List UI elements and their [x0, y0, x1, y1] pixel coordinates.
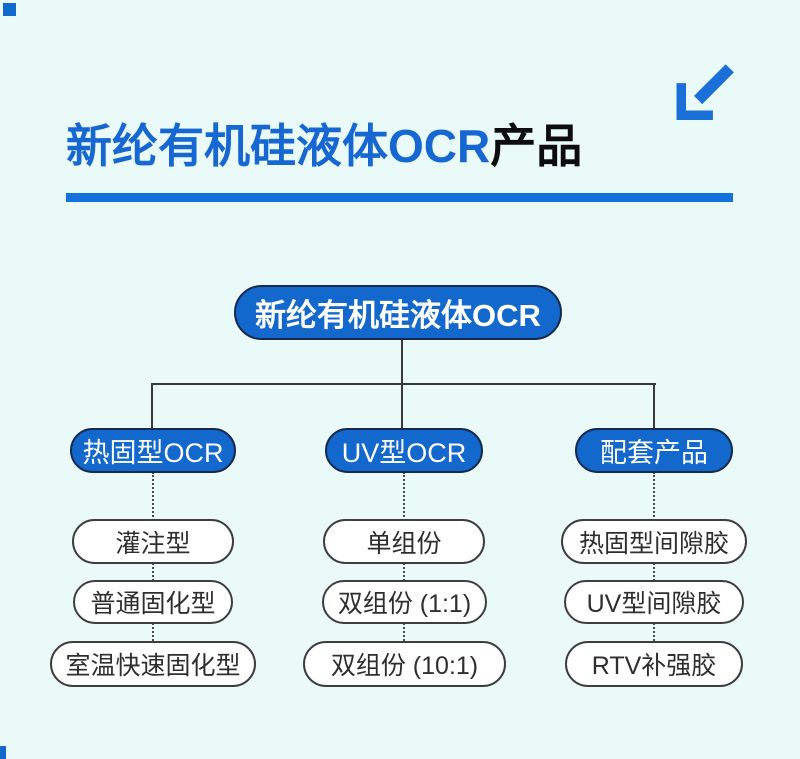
page-title-highlight: 新纶有机硅液体OCR: [66, 120, 491, 172]
page-title: 新纶有机硅液体OCR产品: [66, 116, 582, 176]
leaf-node: RTV补强胶: [565, 641, 743, 687]
branch-node-uv-ocr: UV型OCR: [325, 428, 483, 473]
branch-node-accessory: 配套产品: [575, 428, 733, 473]
leaf-node: 热固型间隙胶: [561, 519, 747, 564]
tree-root-node: 新纶有机硅液体OCR: [234, 285, 562, 340]
page-title-suffix: 产品: [490, 120, 583, 172]
leaf-node: UV型间隙胶: [564, 580, 744, 624]
leaf-node: 双组份 (10:1): [303, 641, 506, 687]
connector-horizontal-line: [152, 383, 656, 385]
corner-square-topleft-icon: [3, 3, 16, 16]
corner-square-bottomleft-icon: [0, 746, 6, 759]
arrow-down-left-icon: [676, 64, 734, 120]
leaf-node: 单组份: [323, 519, 485, 564]
leaf-node: 灌注型: [72, 519, 234, 564]
connector-stub-left: [151, 383, 153, 429]
leaf-node: 普通固化型: [73, 580, 233, 624]
branch-node-thermal-ocr: 热固型OCR: [70, 428, 236, 473]
leaf-node: 室温快速固化型: [50, 641, 256, 687]
leaf-node: 双组份 (1:1): [322, 580, 487, 624]
connector-stub-right: [653, 383, 655, 429]
title-underline: [66, 193, 733, 202]
